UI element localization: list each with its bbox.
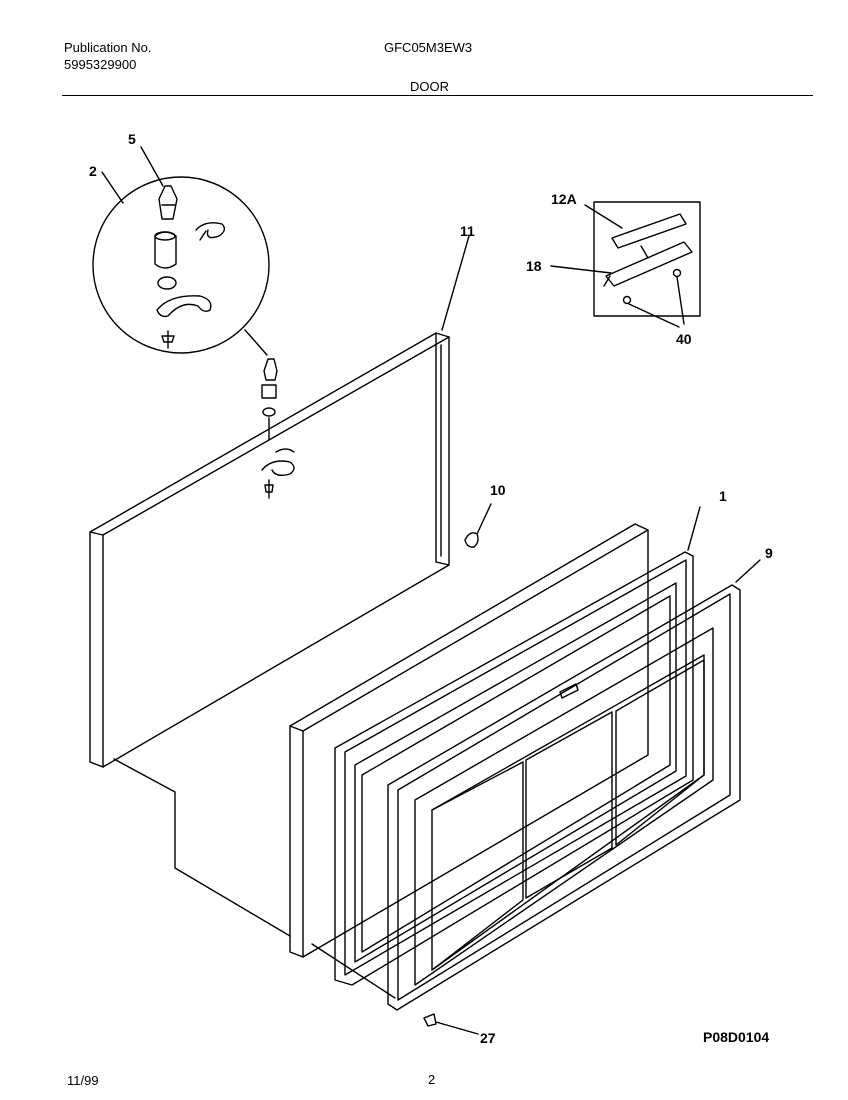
drawing-id: P08D0104: [703, 1029, 770, 1045]
hinge-detail-circle: [92, 146, 270, 356]
callout-12a: 12A: [551, 191, 577, 207]
gasket-frame: [334, 506, 701, 986]
plug-10: [464, 503, 492, 548]
door-liner: [289, 523, 649, 958]
model-number: GFC05M3EW3: [384, 40, 473, 55]
callout-11: 11: [460, 223, 475, 239]
header-rule: [62, 95, 813, 96]
callout-40: 40: [676, 331, 692, 347]
callout-10: 10: [490, 482, 506, 498]
section-title: DOOR: [410, 79, 449, 94]
publication-number: 5995329900: [64, 57, 137, 72]
callout-9: 9: [765, 545, 773, 561]
alignment-lines: [113, 758, 396, 999]
door-front-frame: [387, 559, 761, 1011]
callout-1: 1: [719, 488, 727, 504]
callout-2: 2: [89, 163, 97, 179]
publication-label: Publication No.: [64, 40, 152, 55]
outer-door-panel: [89, 235, 470, 768]
inset-box: [550, 201, 701, 328]
screw-27: [423, 1013, 479, 1035]
hinge-parts-detail: [154, 185, 226, 349]
revision-date: 11/99: [67, 1073, 99, 1088]
callout-5: 5: [128, 131, 136, 147]
page-number: 2: [428, 1072, 436, 1087]
callout-27: 27: [480, 1030, 496, 1046]
callout-18: 18: [526, 258, 542, 274]
